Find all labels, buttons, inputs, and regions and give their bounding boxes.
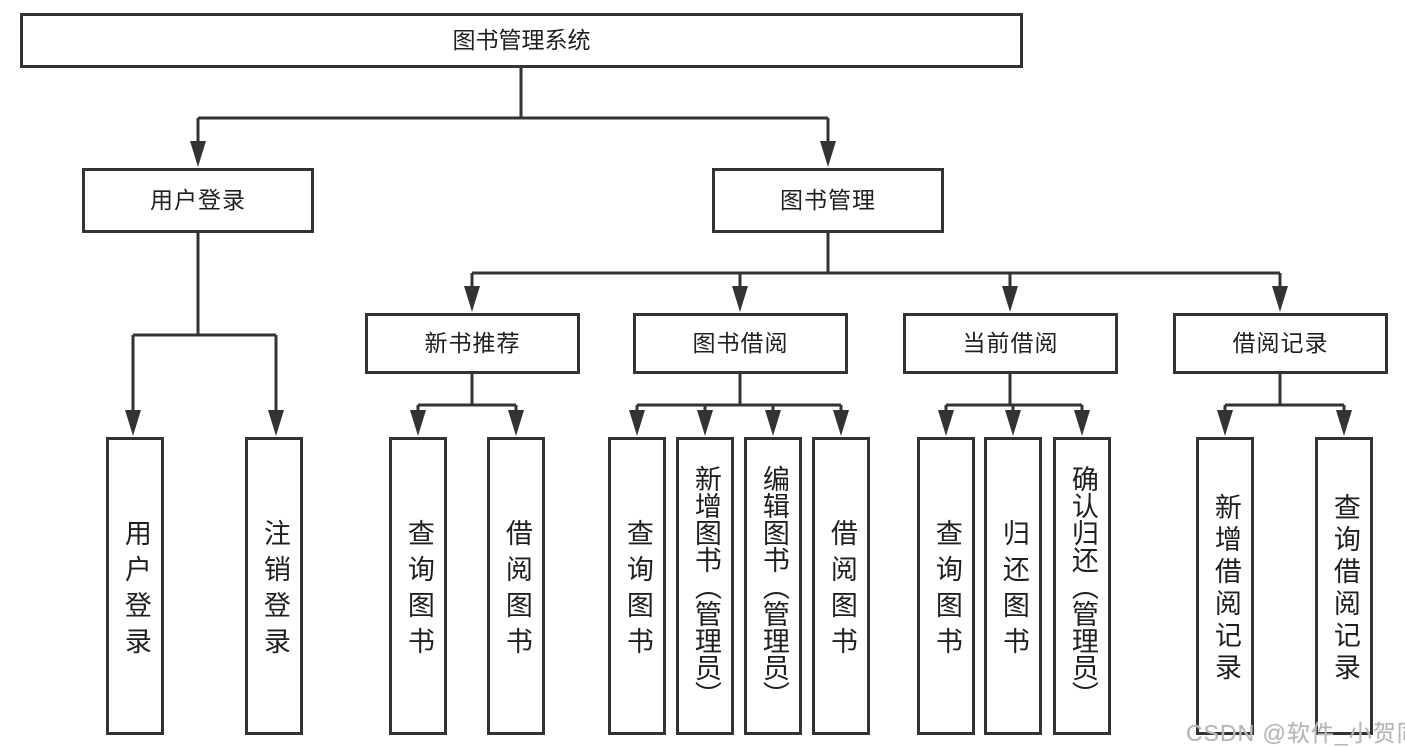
leaf-borrow-book: 借阅图书 xyxy=(812,437,870,735)
leaf-borrow-add-admin: 新增图书（管理员） xyxy=(676,437,734,735)
node-book-management: 图书管理 xyxy=(712,168,944,233)
leaf-newbook-query: 查询图书 xyxy=(389,437,447,735)
leaf-current-query: 查询图书 xyxy=(917,437,975,735)
leaf-user-login: 用户登录 xyxy=(106,437,164,735)
node-book-borrow: 图书借阅 xyxy=(633,313,848,374)
leaf-records-query: 查询借阅记录 xyxy=(1315,437,1373,735)
node-current-borrow: 当前借阅 xyxy=(903,313,1118,374)
leaf-current-confirm-admin: 确认归还（管理员） xyxy=(1053,437,1111,735)
node-user-login: 用户登录 xyxy=(82,168,314,233)
leaf-logout: 注销登录 xyxy=(245,437,303,735)
node-root-system: 图书管理系统 xyxy=(20,13,1023,68)
leaf-borrow-query: 查询图书 xyxy=(608,437,666,735)
leaf-borrow-edit-admin: 编辑图书（管理员） xyxy=(744,437,802,735)
leaf-current-return: 归还图书 xyxy=(984,437,1042,735)
node-borrow-records: 借阅记录 xyxy=(1173,313,1388,374)
tree-edges xyxy=(131,68,1346,414)
leaf-newbook-borrow: 借阅图书 xyxy=(487,437,545,735)
leaf-records-add: 新增借阅记录 xyxy=(1196,437,1254,735)
node-new-book-recommend: 新书推荐 xyxy=(365,313,580,374)
csdn-watermark: CSDN @软件_小贺同学 xyxy=(1186,720,1405,746)
arrowhead-icons xyxy=(125,141,1352,436)
